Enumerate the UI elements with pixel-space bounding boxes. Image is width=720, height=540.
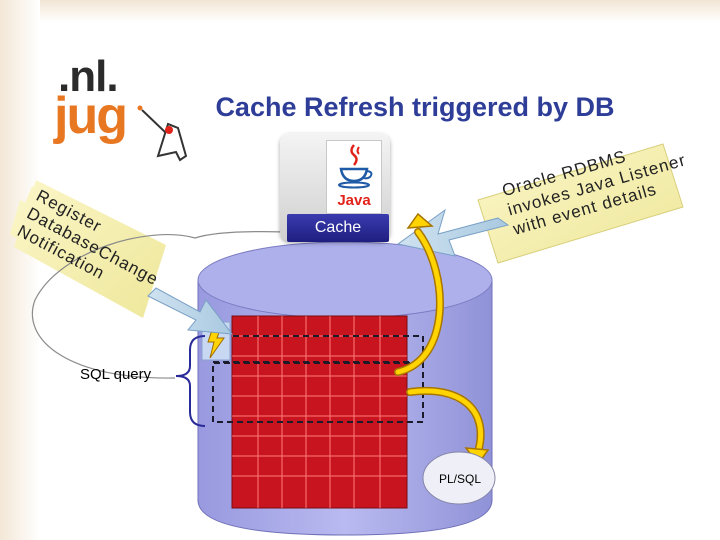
jug-logo: .nl. jug	[48, 52, 188, 172]
duke-mascot-icon	[137, 105, 188, 162]
java-logo-text: Java	[337, 192, 371, 209]
sql-query-bracket	[175, 335, 206, 427]
register-notification-arrow	[147, 287, 234, 335]
right-note-box	[477, 143, 684, 264]
plsql-bubble	[422, 451, 496, 505]
sql-query-label: SQL query	[80, 366, 152, 383]
logo-line2: jug	[54, 87, 128, 145]
plsql-label: PL/SQL	[438, 472, 482, 486]
register-curve	[31, 234, 196, 379]
coffee-cup-icon	[338, 144, 373, 189]
left-note-box	[10, 180, 166, 318]
java-logo-icon: Java	[326, 140, 382, 214]
slide-title: Cache Refresh triggered by DB	[215, 92, 615, 122]
refresh-arrow	[394, 212, 444, 376]
cache-label: Cache	[287, 214, 389, 242]
database-table	[212, 315, 424, 509]
logo-line1: .nl.	[58, 52, 119, 101]
